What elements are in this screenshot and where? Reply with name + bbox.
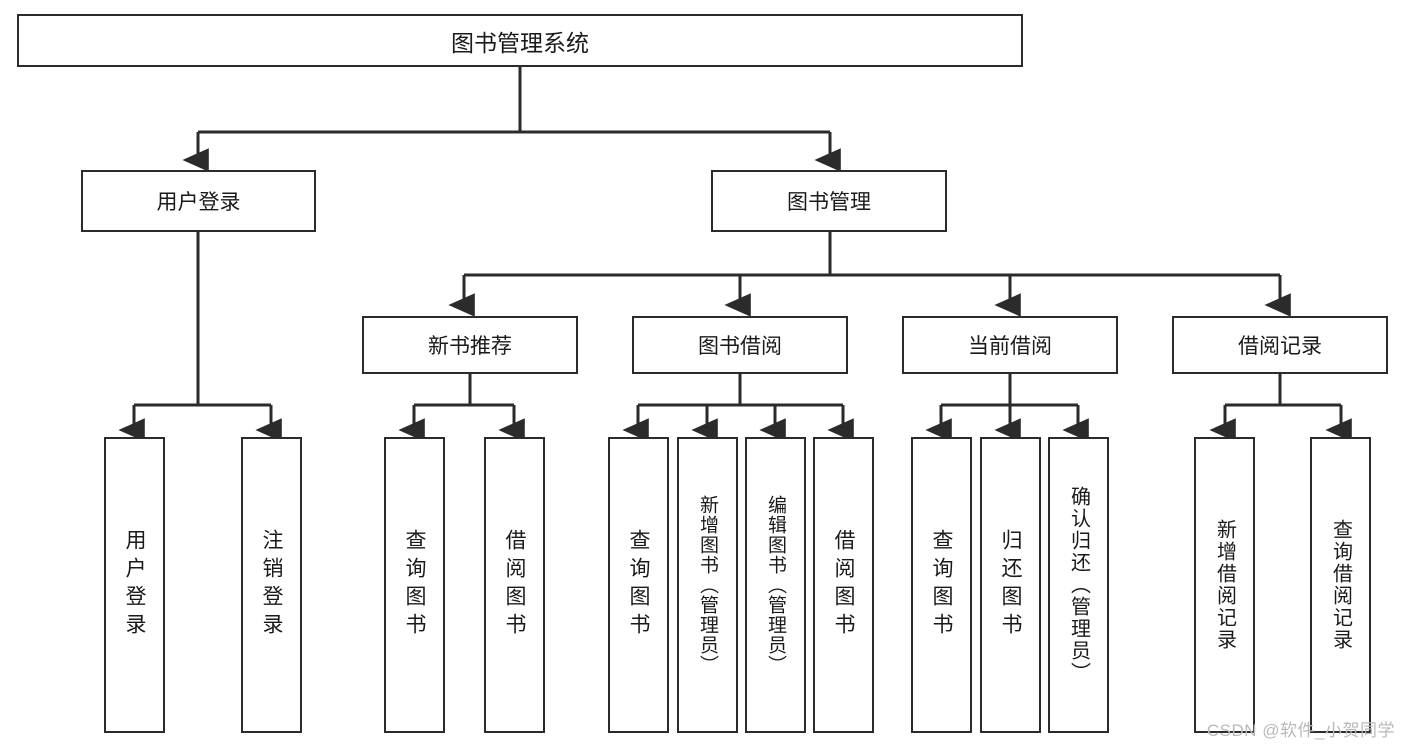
- leaf-label: 新增图书（管理员）: [697, 495, 718, 675]
- leaf-label: 编辑图书（管理员）: [765, 495, 786, 675]
- leaf-label: 借阅图书: [503, 529, 526, 641]
- leaf-edit-book-admin[interactable]: 编辑图书（管理员）: [745, 437, 806, 733]
- leaf-query-book-current[interactable]: 查询图书: [911, 437, 972, 733]
- leaf-user-login[interactable]: 用户登录: [104, 437, 165, 733]
- leaf-borrow-book-recommend[interactable]: 借阅图书: [484, 437, 545, 733]
- leaf-query-borrow-record[interactable]: 查询借阅记录: [1310, 437, 1371, 733]
- leaf-label: 查询图书: [403, 529, 426, 641]
- node-book-borrow[interactable]: 图书借阅: [632, 316, 848, 374]
- node-user-login[interactable]: 用户登录: [81, 170, 316, 232]
- csdn-watermark: CSDN @软件_小贺同学: [1206, 721, 1395, 740]
- node-current-borrow[interactable]: 当前借阅: [902, 316, 1118, 374]
- leaf-label: 查询图书: [627, 529, 650, 641]
- leaf-label: 查询借阅记录: [1329, 519, 1352, 651]
- leaf-query-book-recommend[interactable]: 查询图书: [384, 437, 445, 733]
- leaf-return-book[interactable]: 归还图书: [980, 437, 1041, 733]
- leaf-label: 借阅图书: [832, 529, 855, 641]
- leaf-label: 归还图书: [999, 529, 1022, 641]
- leaf-label: 用户登录: [123, 529, 146, 641]
- node-new-book-recommend[interactable]: 新书推荐: [362, 316, 578, 374]
- leaf-confirm-return-admin[interactable]: 确认归还（管理员）: [1048, 437, 1109, 733]
- leaf-label: 确认归还（管理员）: [1067, 486, 1090, 684]
- leaf-query-book-borrow[interactable]: 查询图书: [608, 437, 669, 733]
- node-root-system[interactable]: 图书管理系统: [17, 14, 1023, 67]
- leaf-borrow-book[interactable]: 借阅图书: [813, 437, 874, 733]
- leaf-label: 新增借阅记录: [1213, 519, 1236, 651]
- leaf-label: 查询图书: [930, 529, 953, 641]
- leaf-label: 注销登录: [260, 529, 283, 641]
- leaf-add-borrow-record[interactable]: 新增借阅记录: [1194, 437, 1255, 733]
- leaf-add-book-admin[interactable]: 新增图书（管理员）: [677, 437, 738, 733]
- leaf-user-logout[interactable]: 注销登录: [241, 437, 302, 733]
- node-borrow-record[interactable]: 借阅记录: [1172, 316, 1388, 374]
- node-book-management[interactable]: 图书管理: [711, 170, 947, 232]
